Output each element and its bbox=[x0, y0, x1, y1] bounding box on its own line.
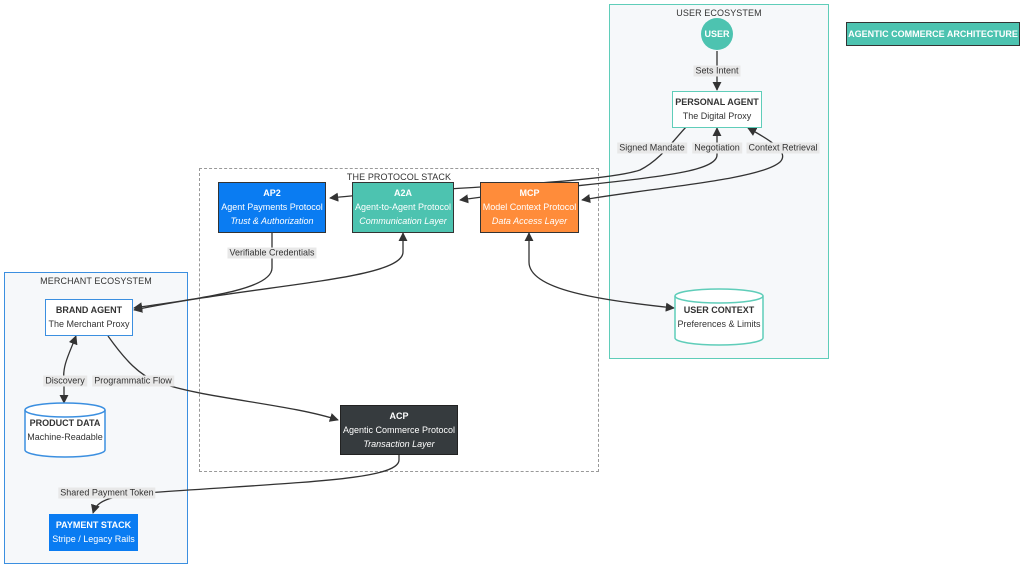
mcp-node: MCP Model Context Protocol Data Access L… bbox=[480, 182, 579, 233]
personal-agent-node: PERSONAL AGENT The Digital Proxy bbox=[672, 91, 762, 128]
label-programmatic-flow: Programmatic Flow bbox=[92, 375, 174, 387]
edge-programmatic-flow bbox=[107, 335, 339, 422]
label-context-retrieval: Context Retrieval bbox=[746, 142, 820, 154]
label-sets-intent: Sets Intent bbox=[693, 65, 741, 77]
product-data-cylinder-shape bbox=[24, 402, 106, 458]
edge-shared-payment-token bbox=[91, 455, 400, 514]
user-context-node: USER CONTEXT Preferences & Limits bbox=[674, 288, 764, 346]
product-data-title: PRODUCT DATA bbox=[29, 418, 101, 428]
protocol-stack-region: THE PROTOCOL STACK bbox=[199, 168, 599, 472]
label-signed-mandate: Signed Mandate bbox=[617, 142, 687, 154]
label-negotiation: Negotiation bbox=[692, 142, 742, 154]
user-ecosystem-title: USER ECOSYSTEM bbox=[676, 8, 762, 18]
user-node: USER bbox=[701, 18, 733, 50]
edge-verifiable-credentials bbox=[133, 233, 273, 312]
architecture-title-badge: AGENTIC COMMERCE ARCHITECTURE bbox=[846, 22, 1020, 46]
merchant-ecosystem-title: MERCHANT ECOSYSTEM bbox=[40, 276, 152, 286]
edge-mcp-user-context bbox=[524, 232, 675, 312]
edge-a2a-brand bbox=[133, 232, 408, 313]
label-shared-payment-token: Shared Payment Token bbox=[58, 487, 156, 499]
user-context-subtitle: Preferences & Limits bbox=[677, 319, 761, 329]
user-context-cylinder-shape bbox=[674, 288, 764, 346]
ap2-node: AP2 Agent Payments Protocol Trust & Auth… bbox=[218, 182, 326, 233]
a2a-node: A2A Agent-to-Agent Protocol Communicatio… bbox=[352, 182, 454, 233]
acp-node: ACP Agentic Commerce Protocol Transactio… bbox=[340, 405, 458, 455]
edge-discovery bbox=[59, 335, 78, 404]
protocol-stack-title: THE PROTOCOL STACK bbox=[346, 172, 452, 182]
label-verifiable-credentials: Verifiable Credentials bbox=[227, 247, 317, 259]
edge-context-retrieval bbox=[581, 127, 784, 204]
product-data-subtitle: Machine-Readable bbox=[27, 432, 103, 442]
user-context-title: USER CONTEXT bbox=[683, 305, 755, 315]
label-discovery: Discovery bbox=[43, 375, 87, 387]
payment-stack-node: PAYMENT STACK Stripe / Legacy Rails bbox=[49, 514, 138, 551]
product-data-node: PRODUCT DATA Machine-Readable bbox=[24, 402, 106, 458]
brand-agent-node: BRAND AGENT The Merchant Proxy bbox=[45, 299, 133, 336]
